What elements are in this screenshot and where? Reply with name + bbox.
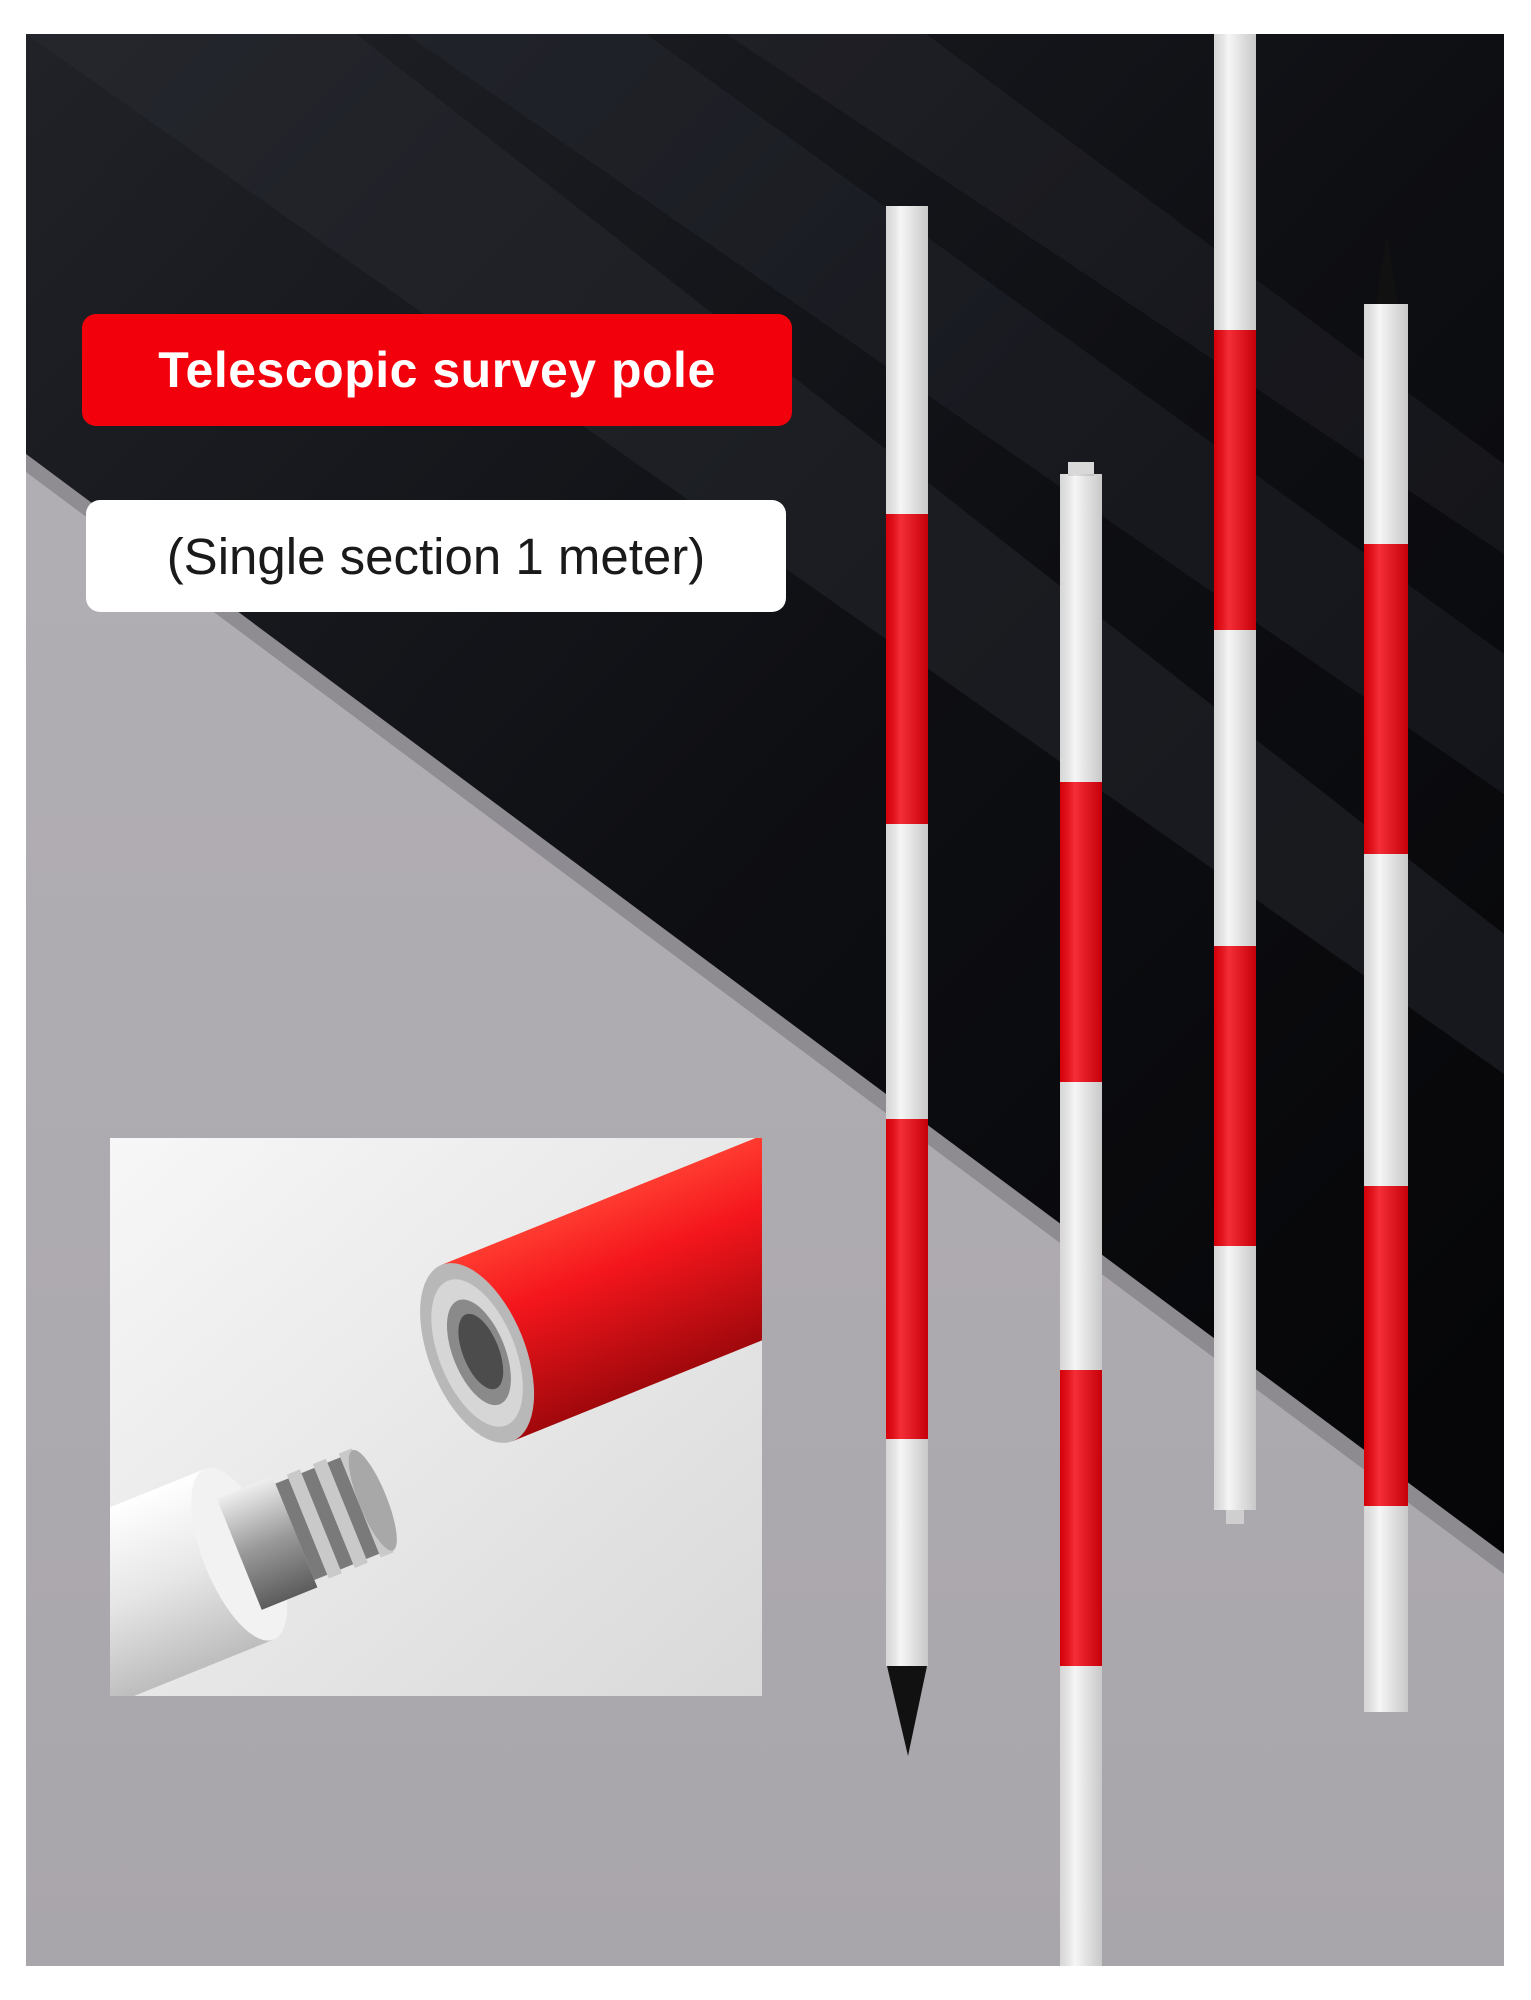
thread-connector-illustration — [110, 1138, 762, 1696]
product-subtitle: (Single section 1 meter) — [166, 527, 706, 585]
joint-detail-photo — [110, 1138, 762, 1696]
product-title: Telescopic survey pole — [158, 342, 716, 398]
survey-pole-4 — [1364, 234, 1408, 1712]
survey-pole-1 — [886, 206, 928, 1756]
subtitle-banner: (Single section 1 meter) — [86, 500, 786, 612]
product-banner: Telescopic survey pole (Single section 1… — [26, 34, 1504, 1966]
survey-pole-2 — [1060, 462, 1102, 1966]
title-banner: Telescopic survey pole — [82, 314, 792, 426]
survey-pole-3 — [1214, 34, 1256, 1524]
survey-poles-illustration — [886, 34, 1408, 1966]
